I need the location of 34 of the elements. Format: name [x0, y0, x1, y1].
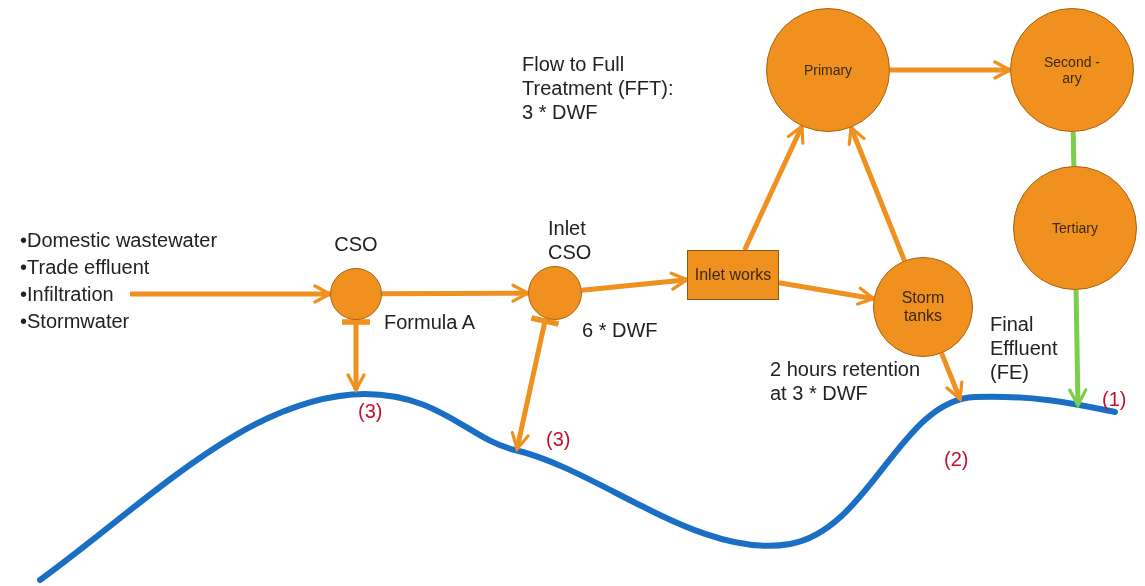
arrow: [510, 315, 562, 451]
overflow-circle: [330, 268, 382, 320]
list-item: •Stormwater: [20, 309, 131, 334]
process-circle: Second -ary: [1010, 8, 1134, 132]
arrow: [382, 283, 530, 303]
node-label: CSO: [333, 232, 379, 256]
node-label: Inlet CSO: [548, 216, 593, 264]
arrow: [339, 319, 373, 392]
arrow: [778, 280, 876, 306]
process-box: Inlet works: [687, 250, 779, 300]
note-text: 2 hours retention at 3 * DWF: [770, 357, 922, 405]
arrow: [847, 125, 907, 262]
overflow-circle: [528, 266, 582, 320]
process-circle: Primary: [766, 8, 890, 132]
arrow: [1068, 289, 1088, 407]
list-item: •Trade effluent: [20, 255, 151, 280]
note-text: Formula A: [384, 310, 477, 334]
list-item: •Domestic wastewater: [20, 228, 219, 253]
arrow: [890, 60, 1012, 80]
callout-number: (1): [1102, 388, 1128, 411]
list-item: •Infiltration: [20, 282, 115, 307]
note-text: Flow to Full Treatment (FFT): 3 * DWF: [522, 52, 675, 124]
callout-number: (2): [944, 448, 970, 471]
arrow: [581, 271, 689, 293]
connector-line: [1070, 131, 1077, 167]
arrow: [742, 124, 805, 252]
process-circle: Tertiary: [1013, 166, 1137, 290]
process-circle: Storm tanks: [873, 257, 973, 357]
callout-number: (3): [358, 400, 384, 423]
arrow: [939, 352, 964, 401]
callout-number: (3): [546, 428, 572, 451]
arrow: [130, 284, 332, 304]
note-text: 6 * DWF: [582, 318, 659, 342]
edge-label: Final Effluent (FE): [990, 312, 1074, 384]
